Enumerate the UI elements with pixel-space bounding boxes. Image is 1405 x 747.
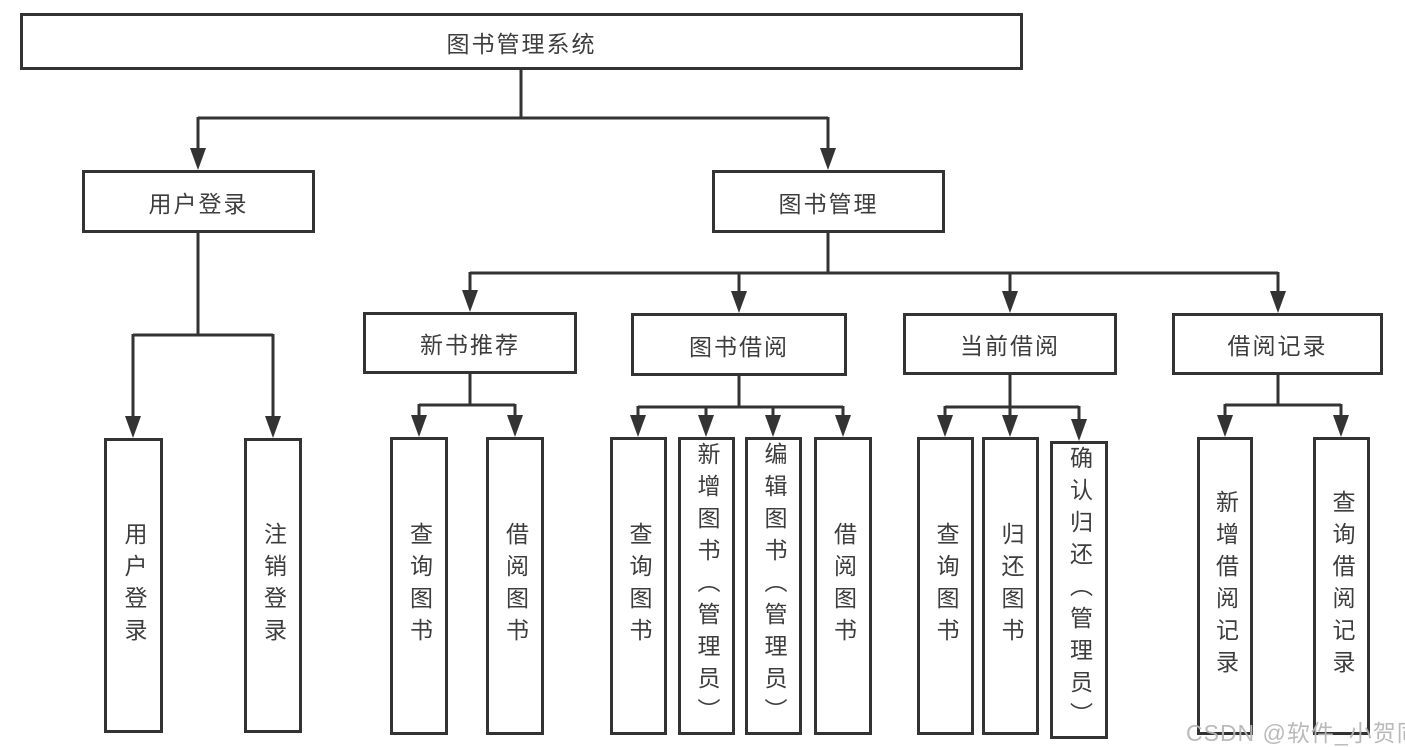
node-book-borrowing: 图书借阅 [631, 313, 847, 376]
node-current-borrowing: 当前借阅 [903, 313, 1117, 375]
leaf-nb-query-books-label: 查询图书 [406, 522, 433, 650]
leaf-nb-borrow-books-label: 借阅图书 [502, 522, 529, 650]
leaf-nb-borrow-books: 借阅图书 [486, 437, 544, 735]
node-borrow-records-label: 借阅记录 [1227, 333, 1328, 359]
node-borrow-records: 借阅记录 [1172, 313, 1383, 375]
leaf-br-add-record: 新增借阅记录 [1197, 437, 1253, 735]
node-current-borrowing-label: 当前借阅 [960, 333, 1060, 359]
node-book-borrowing-label: 图书借阅 [689, 333, 789, 360]
leaf-br-query-record-label: 查询借阅记录 [1329, 490, 1355, 682]
leaf-logout-label: 注销登录 [260, 521, 287, 650]
leaf-bb-add-books-admin: 新增图书（管理员） [678, 437, 735, 735]
leaf-cb-return-books: 归还图书 [982, 437, 1039, 735]
leaf-br-add-record-label: 新增借阅记录 [1212, 490, 1239, 682]
leaf-cb-query-books: 查询图书 [917, 437, 974, 735]
leaf-br-query-record: 查询借阅记录 [1313, 437, 1370, 735]
node-book-management-label: 图书管理 [778, 190, 879, 217]
leaf-cb-confirm-return-admin-label: 确认归还（管理员） [1066, 446, 1093, 734]
leaf-nb-query-books: 查询图书 [390, 437, 448, 735]
node-user-login-label: 用户登录 [148, 190, 249, 217]
leaf-user-login: 用户登录 [104, 438, 163, 733]
leaf-bb-edit-books-admin: 编辑图书（管理员） [745, 437, 802, 735]
leaf-user-login-label: 用户登录 [121, 521, 147, 650]
leaf-logout: 注销登录 [244, 438, 302, 733]
leaf-bb-borrow-books: 借阅图书 [814, 437, 872, 735]
node-book-management: 图书管理 [712, 170, 945, 233]
leaf-bb-borrow-books-label: 借阅图书 [830, 522, 857, 650]
csdn-watermark: CSDN @软件_小贺同学 [1186, 720, 1405, 746]
leaf-bb-query-books-label: 查询图书 [626, 522, 652, 650]
arrowheads [125, 148, 1349, 441]
node-root-label: 图书管理系统 [446, 30, 597, 57]
leaf-bb-edit-books-admin-label: 编辑图书（管理员） [761, 442, 787, 730]
node-user-login: 用户登录 [82, 170, 315, 233]
node-new-book-recommend: 新书推荐 [363, 312, 577, 374]
leaf-bb-add-books-admin-label: 新增图书（管理员） [694, 442, 720, 730]
node-new-book-recommend-label: 新书推荐 [420, 332, 520, 358]
node-root-system: 图书管理系统 [20, 13, 1023, 70]
leaf-cb-return-books-label: 归还图书 [998, 522, 1024, 650]
leaf-bb-query-books: 查询图书 [610, 437, 667, 735]
leaf-cb-query-books-label: 查询图书 [933, 522, 959, 650]
leaf-cb-confirm-return-admin: 确认归还（管理员） [1050, 441, 1108, 739]
